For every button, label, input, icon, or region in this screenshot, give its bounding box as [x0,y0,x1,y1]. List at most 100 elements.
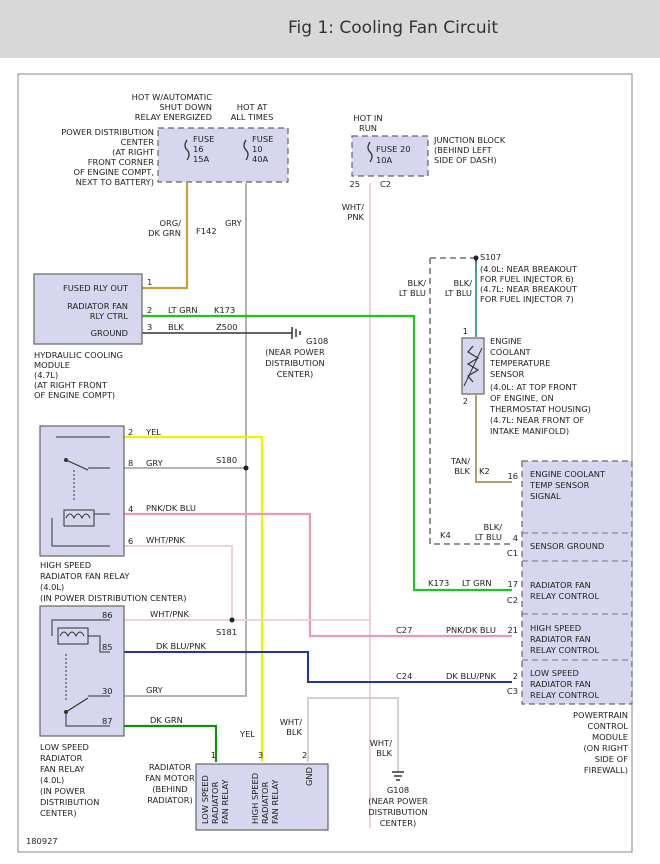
hcm-pin2-num: 2 [147,305,152,315]
hcm-label-line2: MODULE [34,360,70,370]
wires [124,183,512,828]
wire-org-dkgrn [142,183,189,290]
low-relay-label2: RADIATOR [40,753,83,763]
hot-relay-line3: RELAY ENERGIZED [135,112,212,122]
motor-pin2: 2 [302,750,307,760]
pcm-sec1-line1: ENGINE COOLANT [530,469,606,479]
wire-label-org: ORG/ [159,218,181,228]
g108-top-note3: CENTER) [277,369,314,379]
g108-bottom-name: G108 [387,785,409,795]
motor-label3: (BEHIND [152,784,187,794]
hcm-pin1-label: FUSED RLY OUT [63,283,129,293]
wire-yel [124,435,264,762]
motor-box [195,763,329,831]
hcm-pin2-label-2: RLY CTRL [90,311,129,321]
fuse10-line3: 40A [252,154,269,164]
fuse16-line3: 15A [193,154,210,164]
high-relay-pin4: 4 [128,504,133,514]
motor-pin3: 3 [258,750,263,760]
wire-label-pnkdkblu-pcm: PNK/DK BLU [446,625,496,635]
hot-in-run-line1: HOT IN [353,113,382,123]
pcm-sec4-line1: HIGH SPEED [530,623,581,633]
high-relay-coil [63,509,95,527]
motor-col2-line1: HIGH SPEED [250,773,260,824]
wire-label-k173-top: K173 [214,305,235,315]
sensor-label-line7: THERMOSTAT HOUSING) [489,404,591,414]
motor-col1-line1: LOW SPEED [200,775,210,824]
pcm-box [521,460,633,705]
hcm-pin1-num: 1 [147,277,152,287]
s107-note-line4: FOR FUEL INJECTOR 7) [480,294,574,304]
high-relay-box [39,425,125,557]
motor-label4: RADIATOR) [147,795,193,805]
pcm-sec5-line2: RADIATOR FAN [530,679,591,689]
sensor-label-line6: OF ENGINE, ON [490,393,554,403]
pdc-fuse-box [157,127,289,183]
sensor-resistor-symbol [466,345,480,383]
high-relay-pin8: 8 [128,458,133,468]
wire-label-whtblk-right2: BLK [376,748,392,758]
pdc-label-line5: OF ENGINE COMPT, [73,167,154,177]
pcm-pin17: 17 [507,579,518,589]
low-relay-label3: FAN RELAY [40,764,85,774]
wire-label-k2: K2 [479,466,490,476]
hcm-pin3-num: 3 [147,322,152,332]
s107-note-line2: FOR FUEL INJECTOR 6) [480,274,574,284]
hydraulic-module-box [33,273,143,345]
s107-note-line1: (4.0L: NEAR BREAKOUT [480,264,578,274]
high-relay-pin6: 6 [128,536,133,546]
wire-gry-main [124,183,247,697]
sensor-pin1: 1 [463,326,468,336]
wire-label-dkblupnk-pcm: DK BLU/PNK [446,671,496,681]
g108-top-note1: (NEAR POWER [265,347,325,357]
low-relay-label4: (4.0L) [40,775,64,785]
low-relay-label1: LOW SPEED [40,742,89,752]
wire-pnk-dkblu [124,512,512,638]
low-relay-pin86: 86 [102,610,113,620]
wire-label-whtpnk-86: WHT/PNK [150,609,190,619]
hydraulic-cooling-module: FUSED RLY OUT RADIATOR FAN RLY CTRL GROU… [33,273,152,400]
wire-lt-grn [142,314,512,592]
sensor-label-line1: ENGINE [490,336,522,346]
sensor-label-line5: (4.0L: AT TOP FRONT [490,382,578,392]
power-distribution-center: FUSE 16 15A FUSE 10 40A HOT W/AUTOMATIC … [61,92,289,187]
low-speed-relay: 86 85 30 87 LOW SPEED RADIATOR FAN RELAY… [39,605,125,818]
junction-label-line1: JUNCTION BLOCK [433,135,506,145]
ground-g108-top: G108 (NEAR POWER DISTRIBUTION CENTER) [265,327,328,379]
wire-label-dkgrn: DK GRN [150,715,183,725]
pcm-label-line5: SIDE OF [595,754,629,764]
g108-bottom-note1: (NEAR POWER [368,796,428,806]
pcm-sec4-line2: RADIATOR FAN [530,634,591,644]
pdc-label-line1: POWER DISTRIBUTION [61,127,154,137]
hot-relay-line2: SHUT DOWN [159,102,212,112]
wire-label-whtpnk-top1: WHT/ [342,202,365,212]
powertrain-control-module: ENGINE COOLANT TEMP SENSOR SIGNAL SENSOR… [507,460,633,775]
pcm-sec4-line3: RELAY CONTROL [530,645,599,655]
sensor-variable-arrow [463,347,483,387]
wire-label-pnkdkblu: PNK/DK BLU [146,503,196,513]
high-relay-label1: HIGH SPEED [40,560,91,570]
junction-block-box [351,135,429,177]
hcm-label-line3: (4.7L) [34,370,58,380]
low-relay-line-pin85 [88,635,110,653]
high-relay-switch-arm [65,459,89,471]
hcm-label-line1: HYDRAULIC COOLING [34,350,123,360]
high-relay-switch-pivot [64,458,68,462]
wire-label-blkltblu-right2: LT BLU [445,288,472,298]
splice-s180-dot [243,465,249,471]
junction-block: FUSE 20 10A HOT IN RUN JUNCTION BLOCK (B… [349,113,505,189]
motor-label1: RADIATOR [149,762,192,772]
hot-in-run-line2: RUN [359,123,377,133]
wire-label-ltgrn: LT GRN [168,305,198,315]
fuse16-line1: FUSE [193,134,214,144]
fuse20-line2: 10A [376,155,393,165]
pcm-label-line2: CONTROL [587,721,628,731]
hcm-pin2-label: RADIATOR FAN [67,301,128,311]
high-relay-label2: RADIATOR FAN RELAY [40,571,130,581]
wire-label-blk-pcm1: BLK/ [483,522,502,532]
wire-label-k4: K4 [440,530,451,540]
hot-relay-line1: HOT W/AUTOMATIC [132,92,213,102]
high-relay-label3: (4.0L) [40,582,64,592]
pcm-conn-c1: C1 [507,548,518,558]
sensor-label-line8: (4.7L: NEAR FRONT OF [490,415,585,425]
